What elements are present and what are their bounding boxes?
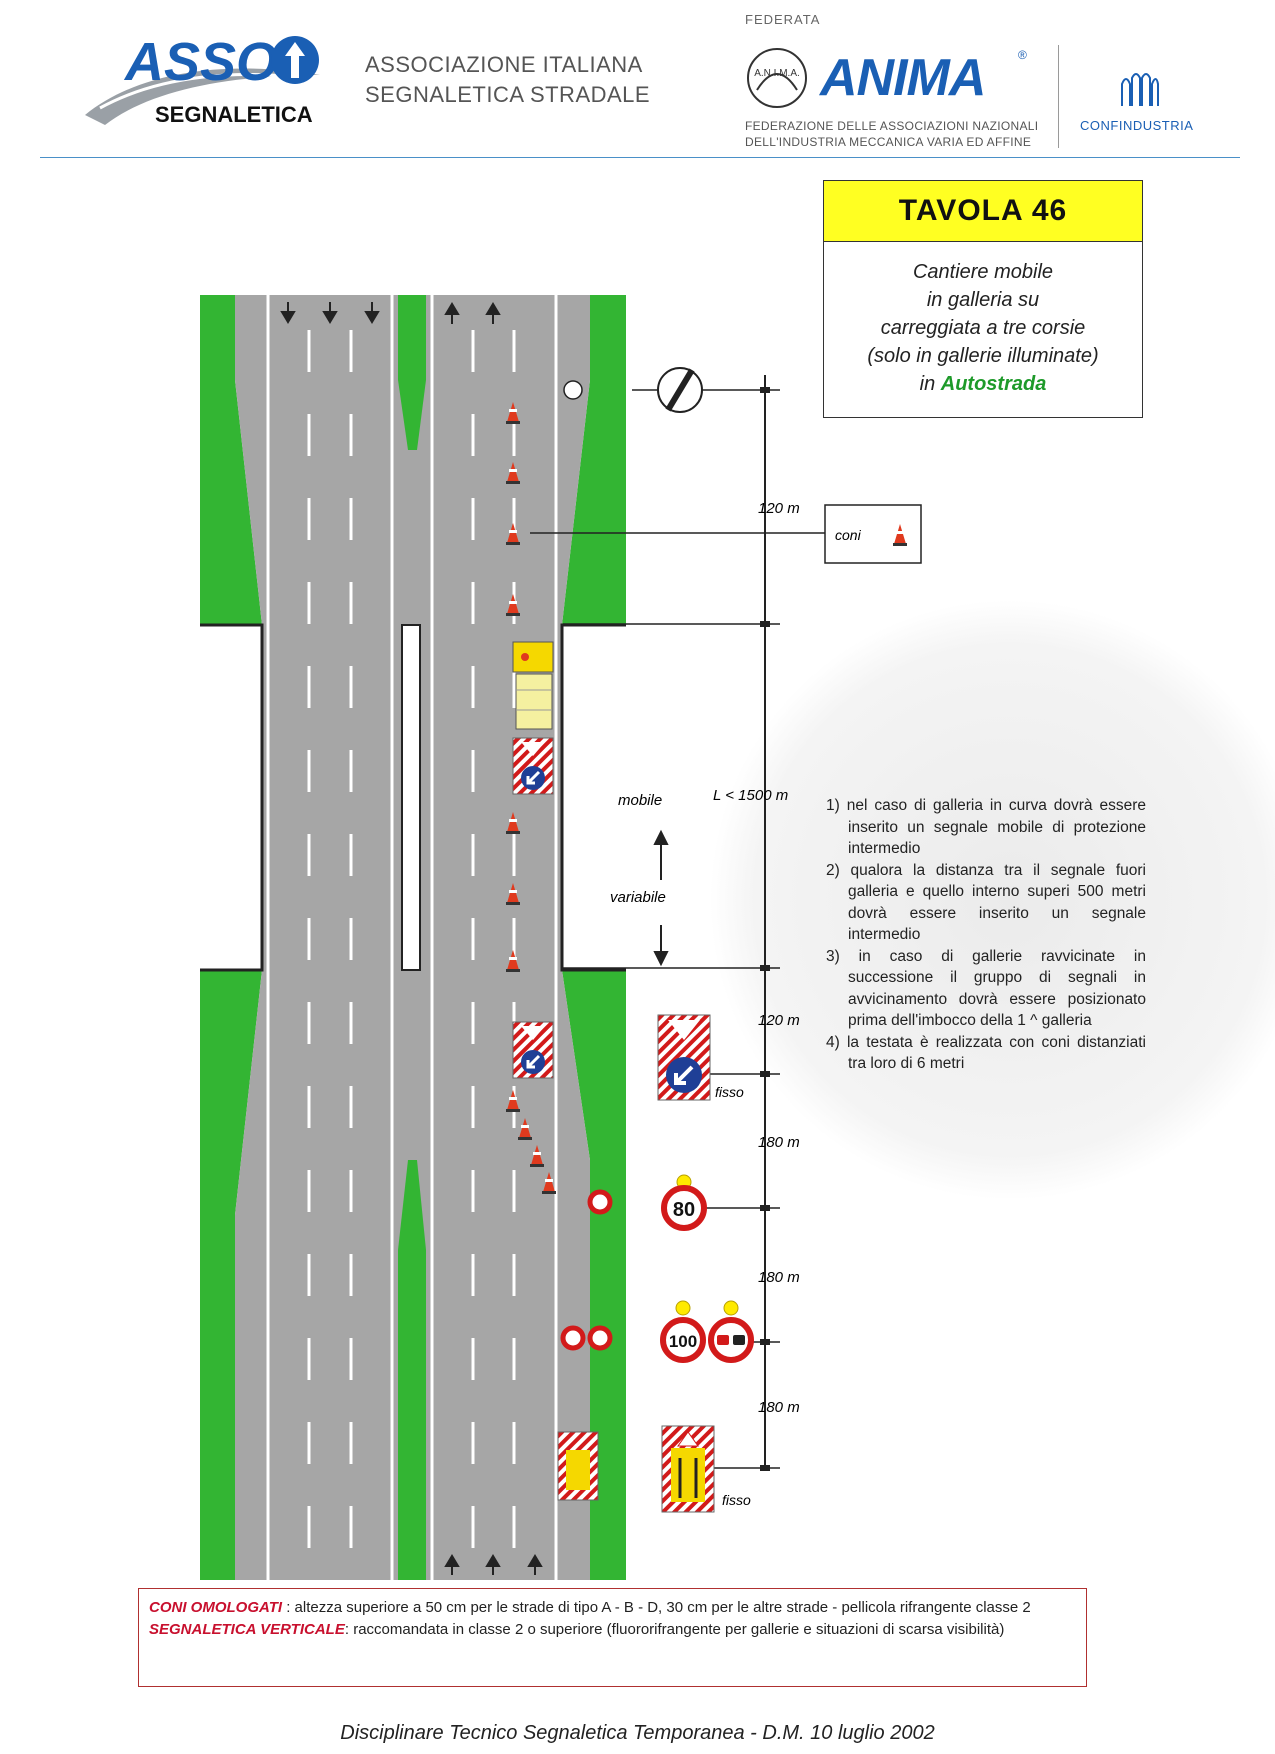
anima-wordmark: ANIMA — [820, 49, 986, 107]
notes-list: 1) nel caso di galleria in curva dovrà e… — [826, 795, 1146, 1075]
note-2: 2) qualora la distanza tra il segnale fu… — [826, 861, 1146, 944]
fisso-label-2: fisso — [722, 1492, 751, 1508]
tavola-line1: Cantiere mobile — [912, 261, 1054, 283]
association-line1: ASSOCIAZIONE ITALIANA — [365, 52, 643, 77]
tavola-line5-prefix: in — [919, 373, 941, 395]
note-1: 1) nel caso di galleria in curva dovrà e… — [826, 797, 1146, 857]
segnaletica-verticale-line: SEGNALETICA VERTICALE: raccomandata in c… — [139, 1619, 1086, 1641]
grass-right-bottom — [562, 970, 626, 1580]
grass-left-bottom — [200, 970, 262, 1580]
lane-closure-fixed-sign — [661, 1425, 715, 1513]
dist-180-3: 180 m — [758, 1399, 800, 1416]
arrow-up-1 — [444, 302, 460, 324]
arrow-up-2 — [485, 302, 501, 324]
end-prescription-sign — [657, 367, 703, 413]
speed-80-text: 80 — [673, 1199, 695, 1221]
note-3: 3) in caso di gallerie ravvicinate in su… — [826, 947, 1146, 1030]
tavola-box: TAVOLA 46 Cantiere mobile in galleria su… — [823, 180, 1143, 418]
variabile-label: variabile — [610, 889, 666, 906]
edge-lines — [266, 295, 558, 1580]
tunnel-portal-right — [560, 623, 626, 972]
tavola-autostrada: Autostrada — [940, 373, 1047, 395]
mobile-signal-vehicle — [511, 736, 555, 796]
end-marker-dot — [563, 380, 583, 400]
anima-sub-line1: FEDERAZIONE DELLE ASSOCIAZIONI NAZIONALI — [745, 119, 1039, 133]
arrow-up-4 — [485, 1554, 501, 1575]
tavola-line5: in Autostrada — [824, 370, 1142, 398]
median-top — [398, 295, 426, 450]
roadside-lane-closure-sign — [557, 1431, 599, 1501]
asso-logo: ASSO SEGNALETICA — [80, 20, 330, 140]
tunnel-median-wall — [401, 624, 421, 971]
tunnel-portal-left — [200, 623, 264, 972]
speed-limit-100-sign: 100 — [660, 1300, 706, 1363]
coni-legend-box — [824, 504, 922, 564]
header-divider — [1058, 45, 1059, 148]
tavola-title: TAVOLA 46 — [824, 181, 1142, 242]
dist-120-1: 120 m — [758, 500, 800, 517]
note-4: 4) la testata è realizzata con coni dist… — [826, 1033, 1146, 1073]
segnaletica-verticale-text: : raccomandata in classe 2 o superiore (… — [344, 1621, 1005, 1638]
roadside-80-marker — [587, 1189, 613, 1215]
speed-100-text: 100 — [669, 1332, 697, 1351]
arrow-down-2 — [322, 302, 338, 324]
arrow-up-3 — [444, 1554, 460, 1575]
segnaletica-verticale-title: SEGNALETICA VERTICALE — [149, 1621, 345, 1638]
variabile-arrow — [653, 829, 669, 967]
mobile-signal-vehicle-2 — [511, 1020, 555, 1080]
anima-sub-line2: DELL'INDUSTRIA MECCANICA VARIA ED AFFINE — [745, 135, 1032, 149]
work-vehicle — [512, 641, 554, 730]
tavola-line3: carreggiata a tre corsie — [880, 317, 1086, 339]
tavola-line2: in galleria su — [926, 289, 1040, 311]
page-footer: Disciplinare Tecnico Segnaletica Tempora… — [340, 1722, 935, 1744]
mobile-label: mobile — [618, 792, 662, 809]
confindustria-emblem-icon — [1118, 70, 1162, 115]
background-disc — [710, 600, 1275, 1200]
leader-lines — [530, 389, 825, 1469]
tunnel-length-label: L < 1500 m — [713, 787, 788, 804]
federata-label: FEDERATA — [745, 12, 821, 27]
coni-omologati-title: CONI OMOLOGATI — [149, 1599, 283, 1616]
dist-180-1: 180 m — [758, 1134, 800, 1151]
coni-label: coni — [835, 527, 862, 543]
fixed-mobile-signal — [657, 1014, 711, 1101]
anima-registered: ® — [1018, 48, 1027, 62]
tavola-line4: (solo in gallerie illuminate) — [867, 345, 1099, 367]
coni-omologati-text: : altezza superiore a 50 cm per le strad… — [282, 1599, 1031, 1616]
asso-logo-text: ASSO — [123, 32, 278, 92]
dist-180-2: 180 m — [758, 1269, 800, 1286]
association-name: ASSOCIAZIONE ITALIANA SEGNALETICA STRADA… — [365, 50, 650, 110]
lane-arrows — [280, 302, 543, 1575]
anima-seal-icon: A.N.I.M.A. — [745, 46, 809, 115]
median-bottom — [398, 1160, 426, 1580]
fisso-label-1: fisso — [715, 1084, 744, 1100]
association-line2: SEGNALETICA STRADALE — [365, 82, 651, 107]
arrow-up-5 — [527, 1554, 543, 1575]
roadside-100-marker — [560, 1325, 613, 1351]
dist-120-2: 120 m — [758, 1012, 800, 1029]
grass-left-top — [200, 295, 262, 625]
header-rule — [40, 157, 1240, 158]
arrow-down-3 — [364, 302, 380, 324]
anima-subtitle: FEDERAZIONE DELLE ASSOCIAZIONI NAZIONALI… — [745, 118, 1038, 150]
arrow-down-1 — [280, 302, 296, 324]
grass-right-top — [562, 295, 626, 625]
tavola-description: Cantiere mobile in galleria su carreggia… — [824, 242, 1142, 398]
coni-omologati-line: CONI OMOLOGATI : altezza superiore a 50 … — [139, 1589, 1086, 1619]
legend-footnote-box: CONI OMOLOGATI : altezza superiore a 50 … — [138, 1588, 1087, 1687]
anima-seal-text: A.N.I.M.A. — [754, 68, 800, 79]
asso-sub-text: SEGNALETICA — [155, 102, 313, 127]
confindustria-label: CONFINDUSTRIA — [1080, 118, 1194, 133]
speed-limit-80-sign: 80 — [661, 1174, 707, 1231]
no-overtaking-sign — [708, 1300, 754, 1363]
